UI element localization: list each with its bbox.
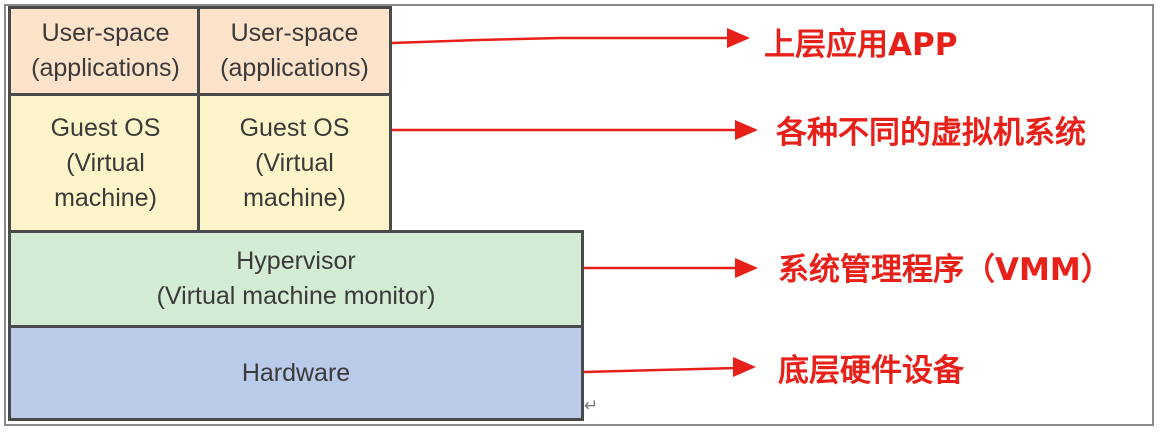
arrow-apps-line — [391, 36, 735, 45]
guest-os-box-right: Guest OS (Virtual machine) — [197, 93, 392, 233]
hypervisor-box: Hypervisor (Virtual machine monitor) — [8, 230, 584, 328]
guest-os-right-line2: (Virtual — [255, 148, 334, 177]
user-space-left-title: User-space — [41, 19, 170, 47]
hypervisor-subtitle: (Virtual machine monitor) — [156, 282, 436, 310]
paragraph-return-icon: ↵ — [584, 396, 599, 415]
guest-os-left-line3: machine) — [54, 183, 157, 212]
user-space-right-subtitle: (applications) — [220, 54, 369, 82]
user-space-right-title: User-space — [230, 19, 359, 47]
user-space-box-right: User-space (applications) — [197, 6, 392, 96]
arrow-hardware-line — [583, 366, 738, 374]
hypervisor-title: Hypervisor — [236, 247, 356, 275]
hardware-box: Hardware — [8, 325, 584, 421]
user-space-box-left: User-space (applications) — [8, 6, 203, 96]
hardware-title: Hardware — [241, 358, 351, 387]
arrow-vmm-head — [735, 258, 758, 278]
guest-os-left-title: Guest OS — [50, 113, 161, 142]
guest-os-right-title: Guest OS — [239, 113, 350, 142]
arrow-apps-head — [727, 28, 750, 48]
arrow-vms-head — [735, 120, 758, 140]
annotation-vms: 各种不同的虚拟机系统 — [776, 115, 1086, 151]
arrow-hardware-head — [733, 357, 756, 377]
guest-os-left-line2: (Virtual — [66, 148, 145, 177]
annotation-apps: 上层应用APP — [764, 27, 958, 63]
guest-os-right-line3: machine) — [243, 183, 346, 212]
annotation-hardware: 底层硬件设备 — [778, 353, 964, 389]
user-space-left-subtitle: (applications) — [31, 54, 180, 82]
annotation-vmm: 系统管理程序（VMM） — [778, 252, 1112, 288]
